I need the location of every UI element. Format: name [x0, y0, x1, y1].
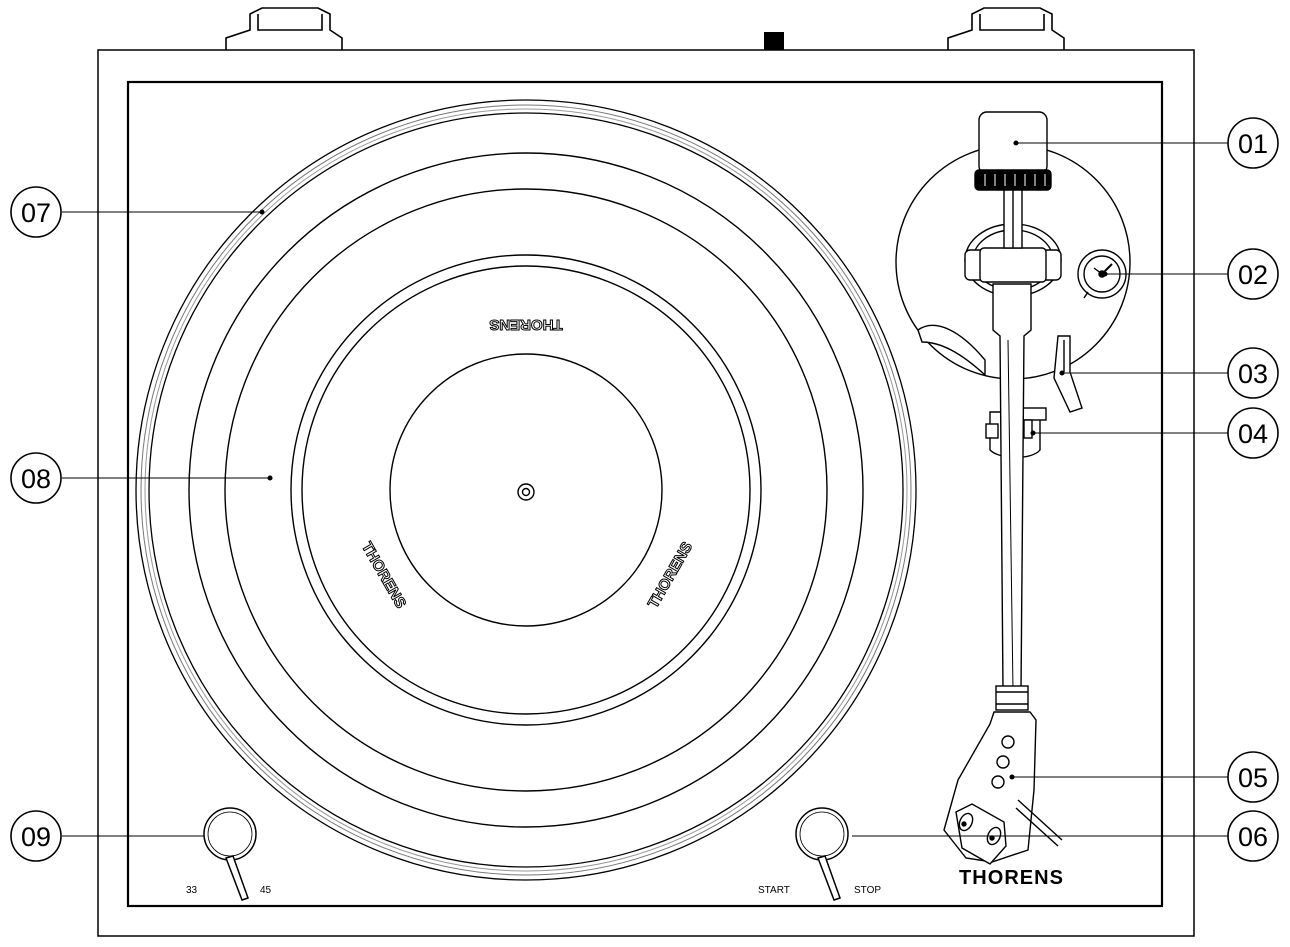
speed-label-33: 33 — [186, 885, 198, 896]
start-stop-knob — [795, 807, 849, 901]
callout-09: 09 — [10, 810, 62, 862]
hinge-right — [947, 7, 1065, 50]
svg-text:04: 04 — [1238, 419, 1268, 449]
platter — [135, 99, 917, 881]
svg-text:05: 05 — [1238, 763, 1268, 793]
headshell — [943, 711, 1063, 865]
callout-05: 05 — [1227, 751, 1279, 803]
callout-04: 04 — [1227, 407, 1279, 459]
svg-text:02: 02 — [1238, 260, 1268, 290]
callout-02: 02 — [1227, 248, 1279, 300]
callout-06: 06 — [1227, 810, 1279, 862]
stop-label: STOP — [854, 885, 881, 896]
plinth-brand-logo: THORENS — [959, 867, 1063, 889]
speed-label-45: 45 — [260, 885, 272, 896]
cue-lever — [917, 324, 1083, 413]
callout-08: 08 — [10, 452, 62, 504]
spindle — [517, 483, 535, 501]
speed-selector-knob — [203, 807, 257, 901]
svg-text:08: 08 — [21, 464, 51, 494]
svg-text:03: 03 — [1238, 359, 1268, 389]
callout-07: 07 — [10, 186, 62, 238]
callout-01: 01 — [1227, 117, 1279, 169]
leader-lines — [62, 140, 1228, 837]
counterweight — [974, 111, 1052, 191]
svg-text:09: 09 — [21, 822, 51, 852]
callout-03: 03 — [1227, 347, 1279, 399]
cartridge — [955, 803, 1007, 865]
tonearm-tube — [992, 283, 1032, 711]
rear-connector — [764, 32, 784, 50]
svg-text:07: 07 — [21, 198, 51, 228]
start-label: START — [758, 885, 790, 896]
hinge-left — [225, 7, 343, 50]
mat-brand-top: THORENS — [489, 316, 562, 333]
svg-text:01: 01 — [1238, 129, 1268, 159]
svg-text:06: 06 — [1238, 822, 1268, 852]
